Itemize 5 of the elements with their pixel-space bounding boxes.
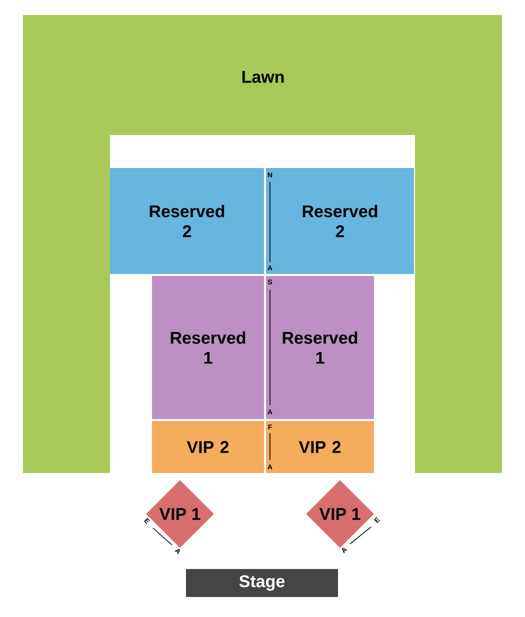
seating-section: Reserved 2: [110, 168, 264, 274]
stage-block: Stage: [186, 569, 338, 597]
seating-section: VIP 1: [306, 480, 374, 548]
seating-section: VIP 2: [152, 421, 264, 473]
seating-section: Reserved 1: [152, 276, 264, 419]
